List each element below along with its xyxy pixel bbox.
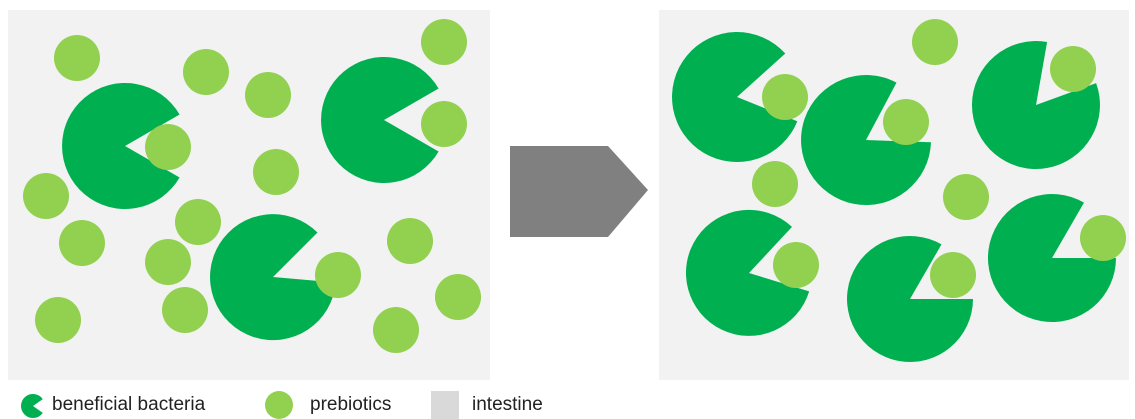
prebiotic — [145, 239, 191, 285]
prebiotic — [883, 99, 929, 145]
bacterium — [62, 83, 180, 209]
prebiotic — [162, 287, 208, 333]
transition-arrow-icon — [510, 146, 648, 237]
prebiotic — [315, 252, 361, 298]
bacterium — [987, 194, 1116, 323]
prebiotic-legend-icon — [265, 391, 293, 419]
prebiotic — [183, 49, 229, 95]
prebiotic — [421, 19, 467, 65]
prebiotic — [175, 199, 221, 245]
prebiotic — [35, 297, 81, 343]
prebiotic — [387, 218, 433, 264]
prebiotic — [421, 101, 467, 147]
prebiotic — [435, 274, 481, 320]
prebiotic — [773, 242, 819, 288]
legend-label-intestine: intestine — [472, 394, 543, 415]
bacterium — [847, 235, 973, 362]
prebiotic — [54, 35, 100, 81]
prebiotic — [245, 72, 291, 118]
prebiotic — [943, 174, 989, 220]
prebiotic — [762, 74, 808, 120]
bacterium — [801, 75, 931, 206]
intestine-legend-icon — [431, 391, 459, 419]
prebiotic — [1050, 46, 1096, 92]
prebiotic — [373, 307, 419, 353]
prebiotic — [253, 149, 299, 195]
legend-label-prebiotics: prebiotics — [310, 394, 392, 415]
prebiotic — [930, 252, 976, 298]
prebiotic — [23, 173, 69, 219]
bacterium — [971, 41, 1100, 170]
prebiotic — [145, 124, 191, 170]
bacterium — [321, 57, 439, 184]
bacterium — [672, 32, 798, 163]
bacterium — [685, 209, 810, 336]
legend-label-bacteria: beneficial bacteria — [52, 394, 206, 415]
bacterium — [210, 214, 336, 341]
prebiotic — [752, 161, 798, 207]
bacteria-legend-icon — [20, 394, 43, 418]
prebiotic — [59, 220, 105, 266]
prebiotic — [1080, 215, 1126, 261]
prebiotic — [912, 19, 958, 65]
